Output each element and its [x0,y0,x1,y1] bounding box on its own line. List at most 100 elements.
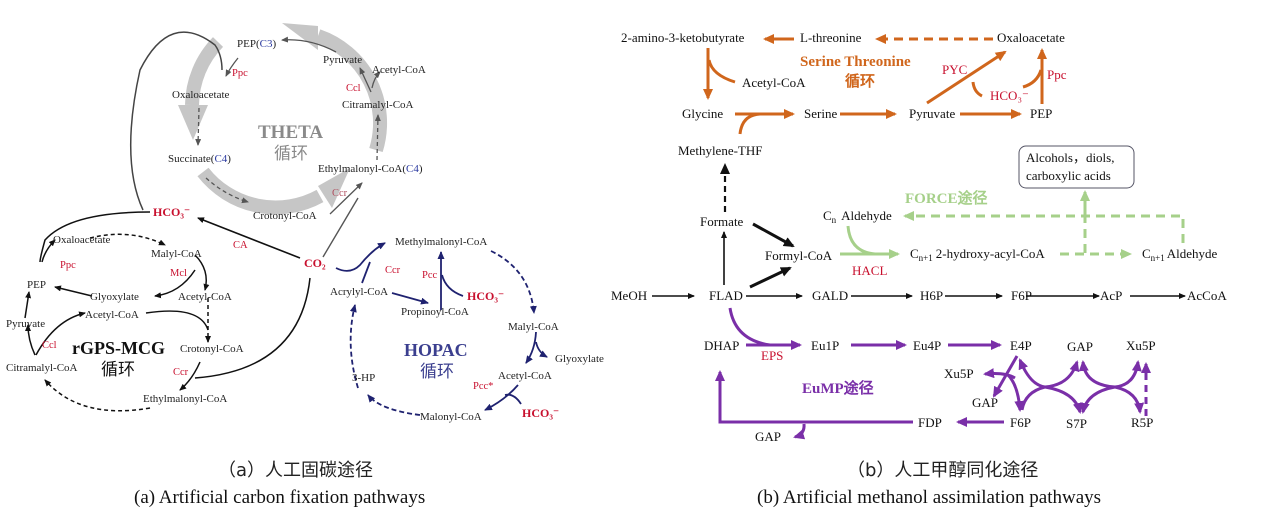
theta-node-crotonyl: Crotonyl-CoA [253,210,317,222]
svg-text:Succinate(C4): Succinate(C4) [168,153,231,165]
caption-a-cn: （a）人工固碳途径 [218,460,373,481]
rgps-enzyme-ccr: Ccr [173,367,189,378]
force-products-box [1018,145,1135,189]
eump-node-gap-mid: GAP [972,395,998,410]
hco3-label: HCO₃⁻ [153,205,190,219]
force-title: FORCE途径 [905,189,988,207]
hopac-enzyme-ccr: Ccr [385,265,401,276]
rgps-node-oxaloacetate: Oxaloacetate [53,234,111,246]
st-node-serine: Serine [804,106,837,121]
panel-a: PEP(C3) Ppc Oxaloacetate Succinate(C4) C… [6,23,604,508]
force-products-line1: Alcohols，diols, [1026,150,1114,165]
eump-node-r5p: R5P [1131,415,1153,430]
theta-cycle: PEP(C3) Ppc Oxaloacetate Succinate(C4) C… [168,23,426,222]
svg-text:Cn+12-hydroxy-acyl-CoA: Cn+12-hydroxy-acyl-CoA [910,246,1045,263]
eump-enzyme-eps: EPS [761,348,783,363]
core-node-formyl: Formyl-CoA [765,248,833,263]
hopac-title: HOPAC [404,340,468,360]
enzyme-ca: CA [233,240,248,251]
theta-arrowhead [178,105,208,140]
theta-node-succinate: Succinate( [168,153,215,165]
rgps-title: rGPS-MCG [72,338,165,358]
hopac-node-glyoxylate: Glyoxylate [555,353,604,365]
force-node-cn: C [823,208,832,223]
theta-arrowhead [282,23,318,50]
eump-node-f6p: F6P [1010,415,1031,430]
eump-node-eu1p: Eu1P [811,338,839,353]
force-products-line2: carboxylic acids [1026,168,1111,183]
rgps-mcg-cycle: Oxaloacetate Malyl-CoA Ppc Mcl PEP Glyox… [6,211,311,412]
core-node-formate: Formate [700,214,744,229]
hopac-node-malonyl: Malonyl-CoA [420,411,482,423]
force-pathway: Alcohols，diols, carboxylic acids FORCE途径… [823,145,1218,278]
st-subtitle: 循环 [845,72,875,90]
hopac-node-acrylyl: Acrylyl-CoA [330,286,388,298]
hopac-node-propinoyl: Propinoyl-CoA [401,306,469,318]
rgps-node-acetyl1: Acetyl-CoA [178,291,232,303]
core-node-gald: GALD [812,288,848,303]
theta-node-acetyl: Acetyl-CoA [372,64,426,76]
st-node-threonine: L-threonine [800,30,862,45]
eump-node-dhap: DHAP [704,338,739,353]
theta-enzyme-ccr: Ccr [332,188,348,199]
hopac-subtitle: 循环 [420,362,454,382]
theta-node-oxaloacetate: Oxaloacetate [172,89,230,101]
st-title: Serine Threonine [800,54,911,70]
core-node-meoh: MeOH [611,288,647,303]
hopac-enzyme-pcc: Pcc [422,270,438,281]
rgps-node-ethylmalonyl: Ethylmalonyl-CoA [143,393,227,405]
rgps-node-acetyl2: Acetyl-CoA [85,309,139,321]
caption-a-en: (a) Artificial carbon fixation pathways [134,487,425,508]
hopac-node-methylmalonyl: Methylmalonyl-CoA [395,236,487,248]
panel-b: 2-amino-3-ketobutyrate L-threonine Oxalo… [611,30,1227,508]
core-node-f6p: F6P [1011,288,1032,303]
rgps-node-glyoxylate: Glyoxylate [90,291,139,303]
serine-threonine-cycle: 2-amino-3-ketobutyrate L-threonine Oxalo… [621,30,1067,158]
eump-node-xu5p-left: Xu5P [944,366,974,381]
theta-ring-arc [197,167,324,215]
theta-arrowhead [318,168,350,208]
eump-node-fdp: FDP [918,415,942,430]
force-node-cn1-hydroxy: C [910,246,919,261]
eump-title: EuMP途径 [802,379,874,397]
st-node-hco3: HCO₃⁻ [990,88,1029,103]
rgps-node-pyruvate: Pyruvate [6,318,45,330]
core-pathway: Formate Formyl-CoA MeOH FLAD GALD H6P F6… [611,163,1227,303]
theta-subtitle: 循环 [274,144,308,164]
st-node-pep: PEP [1030,106,1052,121]
hopac-node-3hp: 3-HP [352,372,375,384]
eump-node-gap-top: GAP [1067,339,1093,354]
rgps-enzyme-ccl: Ccl [42,340,57,351]
rgps-subtitle: 循环 [101,360,135,380]
st-node-oxaloacetate: Oxaloacetate [997,30,1065,45]
eump-node-gap-bottom: GAP [755,429,781,444]
co2-to-hco3-arrow [197,217,301,259]
theta-ring-arc [185,37,224,106]
theta-enzyme-ppc: Ppc [232,68,248,79]
st-node-akb: 2-amino-3-ketobutyrate [621,30,745,45]
rgps-node-citramalyl: Citramalyl-CoA [6,362,78,374]
st-node-pyruvate: Pyruvate [909,106,955,121]
core-node-h6p: H6P [920,288,943,303]
theta-title: THETA [258,122,323,143]
co2-label: CO₂ [304,256,326,270]
theta-ring-arc [315,29,387,153]
hco3-to-ppc-line [129,31,223,211]
eump-node-xu5p-top: Xu5P [1126,338,1156,353]
hopac-node-hco3-2: HCO₃⁻ [522,406,559,420]
core-node-accoa: AcCoA [1187,288,1227,303]
hopac-cycle: Methylmalonyl-CoA Ccr Pcc Acrylyl-CoA HC… [330,236,604,423]
theta-node-pep: PEP( [237,38,260,50]
eump-node-eu4p: Eu4P [913,338,941,353]
rgps-node-pep: PEP [27,279,46,291]
theta-node-citramalyl: Citramalyl-CoA [342,99,414,111]
svg-text:Ethylmalonyl-CoA(C4): Ethylmalonyl-CoA(C4) [318,163,423,175]
st-node-methylene-thf: Methylene-THF [678,143,762,158]
svg-text:PEP(C3): PEP(C3) [237,38,276,50]
hopac-enzyme-pcc-star: Pcc* [473,381,493,392]
force-node-cn1-aldehyde: C [1142,246,1151,261]
theta-node-ethylmalonyl: Ethylmalonyl-CoA( [318,163,406,175]
force-enzyme-hacl: HACL [852,263,887,278]
